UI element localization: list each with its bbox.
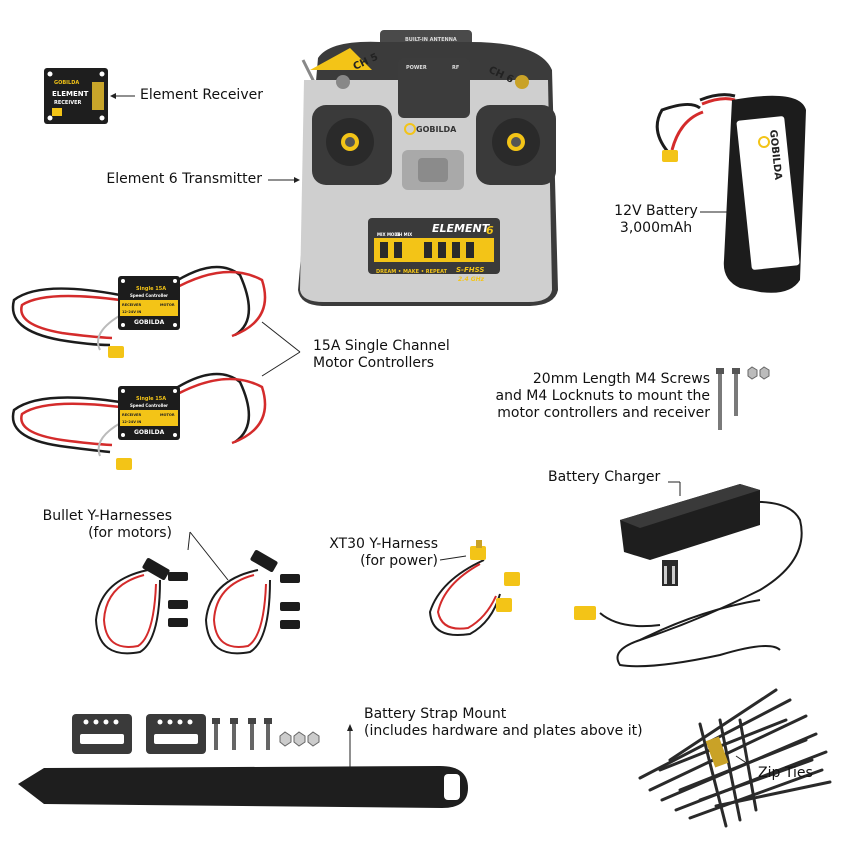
xt30-leader-line: [439, 555, 467, 561]
transmitter-brand: GOBILDA: [416, 125, 457, 134]
motor-controllers-label-line1: 15A Single Channel: [313, 338, 450, 354]
battery-label-line2: 3,000mAh: [619, 220, 693, 236]
mc1-brand: GOBILDA: [134, 319, 165, 326]
mc1-subtitle: Speed Controller: [130, 293, 168, 298]
battery-label: 12V Battery 3,000mAh: [610, 203, 702, 237]
xt30-harness-label: XT30 Y-Harness (for power): [320, 536, 438, 570]
mc2-receiver-label: RECEIVER: [122, 413, 141, 417]
bullet-y-harness-2: [204, 550, 300, 655]
strap-label-line2: (includes hardware and plates above it): [364, 723, 643, 739]
xt30-y-harness: [428, 540, 520, 636]
transmitter-model: ELEMENT: [432, 222, 491, 235]
mc2-voltage-label: 12-24V IN: [122, 420, 141, 424]
motor-controller-2: Single 15A Speed Controller RECEIVER MOT…: [11, 372, 267, 470]
mc2-subtitle: Speed Controller: [130, 403, 168, 408]
mc-leader-line-2: [261, 351, 301, 377]
battery-strap-mount: [18, 714, 468, 808]
mc-leader-line-1: [261, 321, 301, 353]
battery-charger-label: Battery Charger: [548, 469, 661, 485]
transmitter-protocol: S-FHSS: [456, 266, 484, 274]
bullet-harness-label: Bullet Y-Harnesses (for motors): [24, 508, 172, 542]
zip-ties: [638, 688, 832, 828]
transmitter-slogan: DREAM • MAKE • REPEAT: [376, 269, 448, 275]
xt30-label-line2: (for power): [360, 553, 438, 569]
rf-label: RF: [452, 65, 459, 71]
bullet-leader-line-1: [187, 531, 191, 551]
mc2-motor-label: MOTOR: [160, 413, 175, 417]
screws-label-line2: and M4 Locknuts to mount the: [495, 388, 711, 404]
transmitter-antenna-label: BUILT-IN ANTENNA: [405, 37, 457, 43]
receiver-title: ELEMENT: [52, 90, 89, 98]
transmitter-arrowhead: [294, 177, 300, 183]
m4-screws-locknuts: [716, 366, 770, 430]
zip-ties-leader-line: [735, 755, 749, 765]
element-receiver-label: Element Receiver: [140, 87, 263, 103]
receiver-subtitle: RECEIVER: [54, 100, 81, 106]
battery-brand: GOBILDA: [767, 129, 783, 181]
screws-locknuts-label: 20mm Length M4 Screws and M4 Locknuts to…: [444, 371, 711, 422]
mc2-brand: GOBILDA: [134, 429, 165, 436]
bullet-leader-line-2: [189, 531, 229, 581]
battery-label-line1: 12V Battery: [614, 203, 698, 219]
battery-charger: [574, 484, 803, 668]
xt30-label-line1: XT30 Y-Harness: [329, 536, 438, 552]
battery-strap-label: Battery Strap Mount (includes hardware a…: [364, 706, 643, 740]
mix-mode-label: MIX MODE: [377, 232, 401, 237]
transmitter-frequency: 2.4 GHz: [458, 276, 485, 283]
motor-controller-1: Single 15A Speed Controller RECEIVER MOT…: [11, 265, 267, 358]
motor-controllers-label-line2: Motor Controllers: [313, 355, 435, 371]
screws-label-line3: motor controllers and receiver: [497, 405, 710, 421]
transmitter-model-number: 6: [486, 224, 494, 237]
mc2-title: Single 15A: [136, 396, 166, 402]
mc1-motor-label: MOTOR: [160, 303, 175, 307]
strap-arrowhead: [347, 724, 353, 731]
mc1-receiver-label: RECEIVER: [122, 303, 141, 307]
zip-ties-label: Zip Ties: [758, 765, 813, 781]
element6-transmitter: BUILT-IN ANTENNA CH 5 CH 6 POWER RF GOBI…: [298, 30, 558, 307]
receiver-arrowhead: [110, 93, 116, 99]
receiver-brand: GOBILDA: [54, 80, 79, 86]
bullet-y-harness-1: [94, 558, 188, 655]
power-label: POWER: [406, 65, 427, 71]
screws-label-line1: 20mm Length M4 Screws: [532, 371, 710, 387]
element-receiver: GOBILDA ELEMENT RECEIVER: [44, 68, 108, 124]
battery-12v: GOBILDA: [655, 93, 806, 293]
mc1-voltage-label: 12-24V IN: [122, 310, 141, 314]
mc1-title: Single 15A: [136, 286, 166, 292]
bullet-label-line2: (for motors): [88, 525, 172, 541]
ch-mix-label: CH MIX: [396, 232, 412, 237]
motor-controllers-label: 15A Single Channel Motor Controllers: [313, 338, 450, 372]
strap-label-line1: Battery Strap Mount: [364, 706, 507, 722]
bullet-label-line1: Bullet Y-Harnesses: [42, 508, 172, 524]
element6-transmitter-label: Element 6 Transmitter: [106, 171, 262, 187]
